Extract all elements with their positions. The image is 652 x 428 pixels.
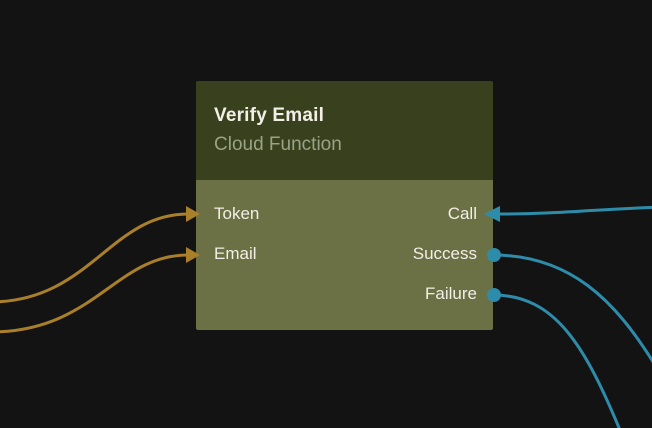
email-arrowhead-icon — [186, 247, 200, 263]
wire-token-connection[interactable] — [0, 212, 189, 303]
success-port-dot-icon[interactable] — [487, 248, 501, 262]
wire-email-connection[interactable] — [0, 253, 189, 334]
input-port-token[interactable]: Token — [214, 204, 260, 223]
node-header[interactable]: Verify Email Cloud Function — [196, 81, 493, 180]
failure-port-dot-icon[interactable] — [487, 288, 501, 302]
input-port-email[interactable]: Email — [214, 244, 257, 263]
call-arrowhead-icon — [484, 206, 500, 222]
wire-success-connection[interactable] — [492, 253, 652, 365]
port-call[interactable]: Call — [447, 204, 477, 223]
wire-call-connection[interactable] — [499, 205, 652, 216]
port-failure[interactable]: Failure — [425, 284, 477, 303]
node-title: Verify Email — [214, 105, 325, 126]
port-success[interactable]: Success — [412, 244, 477, 263]
node-verify-email[interactable]: Verify Email Cloud Function Token Email … — [196, 81, 493, 330]
node-body[interactable]: Token Email Call Success Failure — [196, 180, 493, 330]
output-ports: Call Success Failure — [413, 194, 477, 314]
wire-failure-connection[interactable] — [492, 293, 622, 428]
input-ports: Token Email — [214, 194, 259, 274]
node-subtitle: Cloud Function — [214, 134, 342, 155]
token-arrowhead-icon — [186, 206, 200, 222]
